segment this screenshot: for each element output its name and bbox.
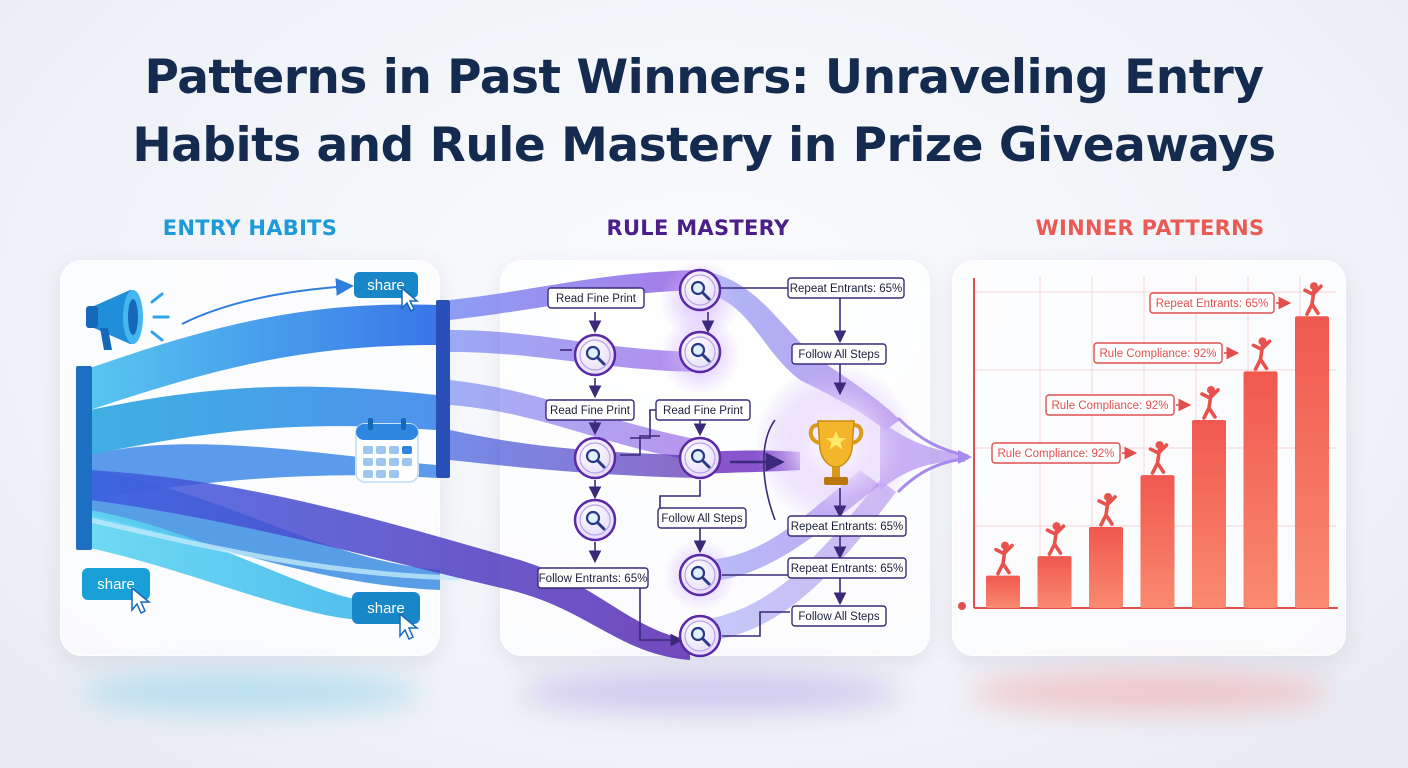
- svg-text:Repeat Entrants: 65%: Repeat Entrants: 65%: [791, 563, 904, 575]
- entry-panel-glow: [80, 672, 420, 712]
- winner-bar: [1192, 419, 1226, 608]
- magnifier-icon: [678, 330, 722, 374]
- svg-text:share: share: [97, 576, 135, 593]
- rule-mastery-heading: RULE MASTERY: [606, 216, 790, 240]
- winner-pill: Rule Compliance: 92%: [1045, 394, 1192, 416]
- winner-bar: [1295, 316, 1329, 608]
- cursor-icon: [131, 586, 152, 615]
- winner-bar: [986, 575, 1020, 608]
- svg-text:Read Fine Print: Read Fine Print: [556, 293, 637, 305]
- winner-bar: [1140, 475, 1175, 608]
- entry-habits-heading: ENTRY HABITS: [162, 216, 338, 240]
- winner-bar: [1243, 371, 1278, 608]
- climber-icon: [1097, 492, 1117, 527]
- megaphone-icon: [86, 290, 170, 350]
- share-button-left[interactable]: share: [82, 568, 152, 615]
- share-button-bottom[interactable]: share: [352, 592, 420, 641]
- winner-pills: Repeat Entrants: 65% Rule Compliance: 92%…: [991, 292, 1292, 464]
- winner-bar: [1037, 556, 1072, 608]
- svg-text:Follow All Steps: Follow All Steps: [661, 513, 742, 525]
- winner-pill: Repeat Entrants: 65%: [1149, 292, 1292, 314]
- svg-text:Rule Compliance: 92%: Rule Compliance: 92%: [1100, 348, 1217, 360]
- rule-label: Follow All Steps: [791, 605, 887, 627]
- climber-icon: [1251, 337, 1272, 372]
- svg-text:Read Fine Print: Read Fine Print: [663, 405, 744, 417]
- magnifier-icon: [678, 436, 722, 480]
- magnifier-icon: [678, 553, 722, 597]
- climber-icon: [1148, 441, 1169, 475]
- svg-text:Follow All Steps: Follow All Steps: [798, 349, 879, 361]
- climber-icon: [1045, 522, 1066, 556]
- winner-panel-glow: [970, 672, 1330, 712]
- calendar-icon: [355, 418, 419, 483]
- magnifier-icon: [573, 333, 617, 377]
- rule-label: Read Fine Print: [655, 399, 751, 421]
- winner-pill: Rule Compliance: 92%: [991, 442, 1138, 464]
- svg-text:share: share: [367, 277, 405, 294]
- winner-pill: Rule Compliance: 92%: [1093, 342, 1240, 364]
- svg-text:Read Fine Print: Read Fine Print: [550, 405, 631, 417]
- rule-panel-glow: [520, 672, 900, 712]
- svg-text:share: share: [367, 600, 405, 617]
- svg-text:Follow All Steps: Follow All Steps: [798, 611, 879, 623]
- svg-text:Rule Compliance: 92%: Rule Compliance: 92%: [998, 448, 1115, 460]
- magnifier-icon: [573, 436, 617, 480]
- climber-figures: [994, 282, 1323, 576]
- share-button-top[interactable]: share: [354, 272, 420, 313]
- rule-label: Repeat Entrants: 65%: [787, 557, 907, 579]
- svg-text:Repeat Entrants: 65%: Repeat Entrants: 65%: [791, 521, 904, 533]
- climber-icon: [994, 541, 1014, 576]
- rule-label: Repeat Entrants: 65%: [787, 277, 905, 299]
- page-title-line-1: Patterns in Past Winners: Unraveling Ent…: [144, 50, 1264, 105]
- winner-patterns-heading: WINNER PATTERNS: [1035, 216, 1265, 240]
- rule-label: Read Fine Print: [545, 399, 635, 421]
- svg-text:Rule Compliance: 92%: Rule Compliance: 92%: [1052, 400, 1169, 412]
- magnifier-nodes: [573, 268, 722, 658]
- climber-icon: [1303, 282, 1323, 317]
- svg-text:Repeat Entrants: 65%: Repeat Entrants: 65%: [790, 283, 903, 295]
- rule-label: Follow All Steps: [791, 343, 887, 365]
- rule-label: Follow Entrants: 65%: [537, 567, 649, 589]
- rule-label: Read Fine Print: [547, 287, 645, 309]
- magnifier-icon: [573, 498, 617, 542]
- magnifier-icon: [678, 614, 722, 658]
- magnifier-icon: [678, 268, 722, 312]
- svg-text:Follow Entrants: 65%: Follow Entrants: 65%: [539, 573, 648, 585]
- cursor-icon: [399, 612, 420, 641]
- winner-bars: [986, 316, 1329, 608]
- trophy-icon: [808, 420, 864, 485]
- climber-icon: [1200, 385, 1220, 420]
- svg-text:Repeat Entrants: 65%: Repeat Entrants: 65%: [1156, 298, 1269, 310]
- cursor-icon: [401, 286, 420, 313]
- page-title-line-2: Habits and Rule Mastery in Prize Giveawa…: [132, 118, 1276, 173]
- winner-bar: [1089, 526, 1123, 608]
- entry-flow-bands: [76, 277, 690, 660]
- rule-label: Follow All Steps: [657, 507, 747, 529]
- rule-label: Repeat Entrants: 65%: [787, 515, 907, 537]
